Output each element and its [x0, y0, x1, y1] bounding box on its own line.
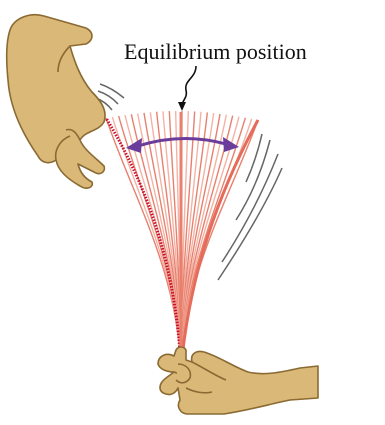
equilibrium-label: Equilibrium position	[124, 39, 307, 64]
label-pointer	[182, 66, 196, 106]
label-pointer-head	[178, 102, 186, 111]
top-hand-icon	[7, 15, 105, 188]
